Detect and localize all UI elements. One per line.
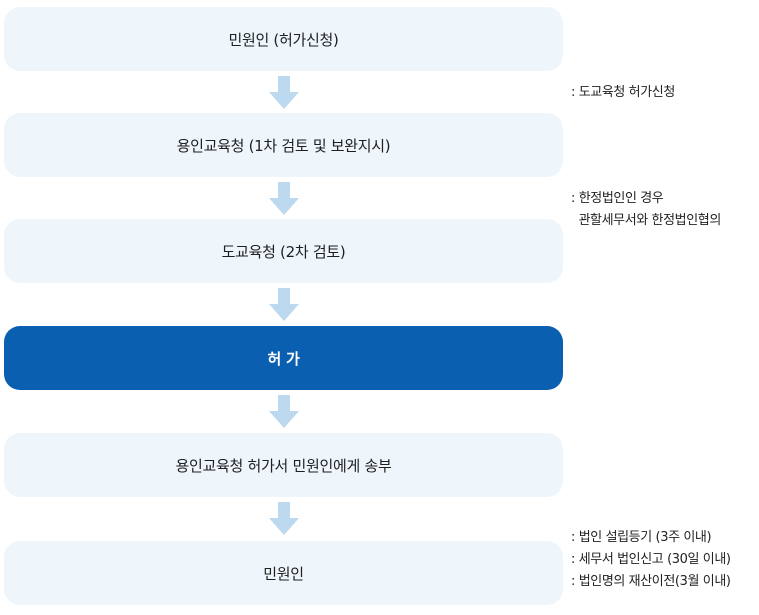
down-arrow-icon xyxy=(269,76,299,109)
note-line: 관할세무서와 한정법인협의 xyxy=(571,213,721,228)
flow-step-applicant-final: 민원인 xyxy=(4,541,563,605)
note-provincial-application: : 도교육청 허가신청 xyxy=(571,82,675,104)
note-line: : 법인명의 재산이전(3월 이내) xyxy=(571,574,731,589)
flow-step-send-permit: 용인교육청 허가서 민원인에게 송부 xyxy=(4,433,563,497)
flow-step-provincial-review: 도교육청 (2차 검토) xyxy=(4,219,563,283)
flow-step-label: 민원인 (허가신청) xyxy=(228,30,339,49)
note-post-approval: : 법인 설립등기 (3주 이내) : 세무서 법인신고 (30일 이내) : … xyxy=(571,527,731,593)
down-arrow-icon xyxy=(269,395,299,428)
flow-step-applicant: 민원인 (허가신청) xyxy=(4,7,563,71)
note-line: : 한정법인인 경우 xyxy=(571,191,664,206)
down-arrow-icon xyxy=(269,288,299,321)
flow-step-approval: 허 가 xyxy=(4,326,563,390)
note-line: : 도교육청 허가신청 xyxy=(571,85,675,100)
flow-step-yongin-review: 용인교육청 (1차 검토 및 보완지시) xyxy=(4,113,563,177)
flow-step-label: 도교육청 (2차 검토) xyxy=(221,242,346,261)
flow-step-label: 허 가 xyxy=(267,349,300,368)
down-arrow-icon xyxy=(269,502,299,535)
flow-step-label: 용인교육청 허가서 민원인에게 송부 xyxy=(175,456,392,475)
note-line: : 세무서 법인신고 (30일 이내) xyxy=(571,552,731,567)
note-line: : 법인 설립등기 (3주 이내) xyxy=(571,530,712,545)
down-arrow-icon xyxy=(269,182,299,215)
note-limited-corporation: : 한정법인인 경우 관할세무서와 한정법인협의 xyxy=(571,188,721,232)
flow-step-label: 민원인 xyxy=(263,564,304,583)
flow-step-label: 용인교육청 (1차 검토 및 보완지시) xyxy=(176,136,391,155)
